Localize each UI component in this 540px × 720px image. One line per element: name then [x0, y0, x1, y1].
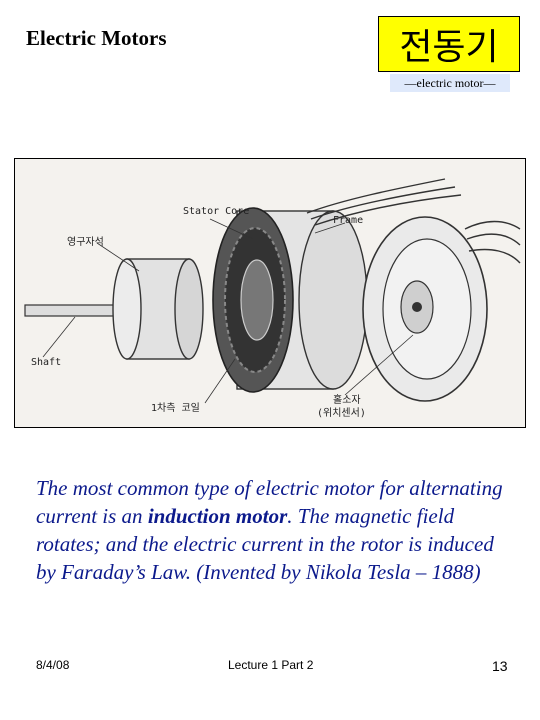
korean-title-box: 전동기 [378, 16, 520, 72]
korean-subtitle-box: —electric motor— [390, 74, 510, 92]
label-frame: Frame [333, 215, 364, 226]
end-housing-center [412, 302, 422, 312]
label-position-sensor: (위치센서) [317, 408, 366, 419]
body-text-end: . The magnetic field rotates; and the el… [36, 504, 494, 584]
label-stator-core: Stator Core [183, 206, 250, 217]
stator-frame-back [298, 210, 368, 390]
page-number: 13 [492, 658, 508, 674]
rotor-end-right [174, 258, 204, 360]
slide-title: Electric Motors [26, 26, 167, 50]
stator-bore [240, 259, 274, 341]
lead-wires-housing [464, 220, 521, 264]
rotor-end-left [112, 258, 142, 360]
label-hall-element: 홀소자 [333, 395, 361, 406]
label-shaft: Shaft [31, 357, 62, 368]
label-permanent-magnet: 영구자석 [67, 237, 104, 248]
motor-diagram: Stator Core Frame 영구자석 Shaft 1차측 코일 홀소자 … [14, 158, 526, 428]
body-text-start: The most common type of electric motor f… [36, 476, 503, 528]
motor-illustration [24, 178, 521, 404]
footer-lecture: Lecture 1 Part 2 [228, 658, 314, 672]
lead-wires-stator [306, 178, 462, 226]
footer-date: 8/4/08 [36, 658, 70, 672]
body-paragraph: The most common type of electric motor f… [36, 474, 516, 586]
body-text-emphasis: induction motor [147, 504, 288, 528]
label-primary-coil: 1차측 코일 [151, 403, 200, 414]
